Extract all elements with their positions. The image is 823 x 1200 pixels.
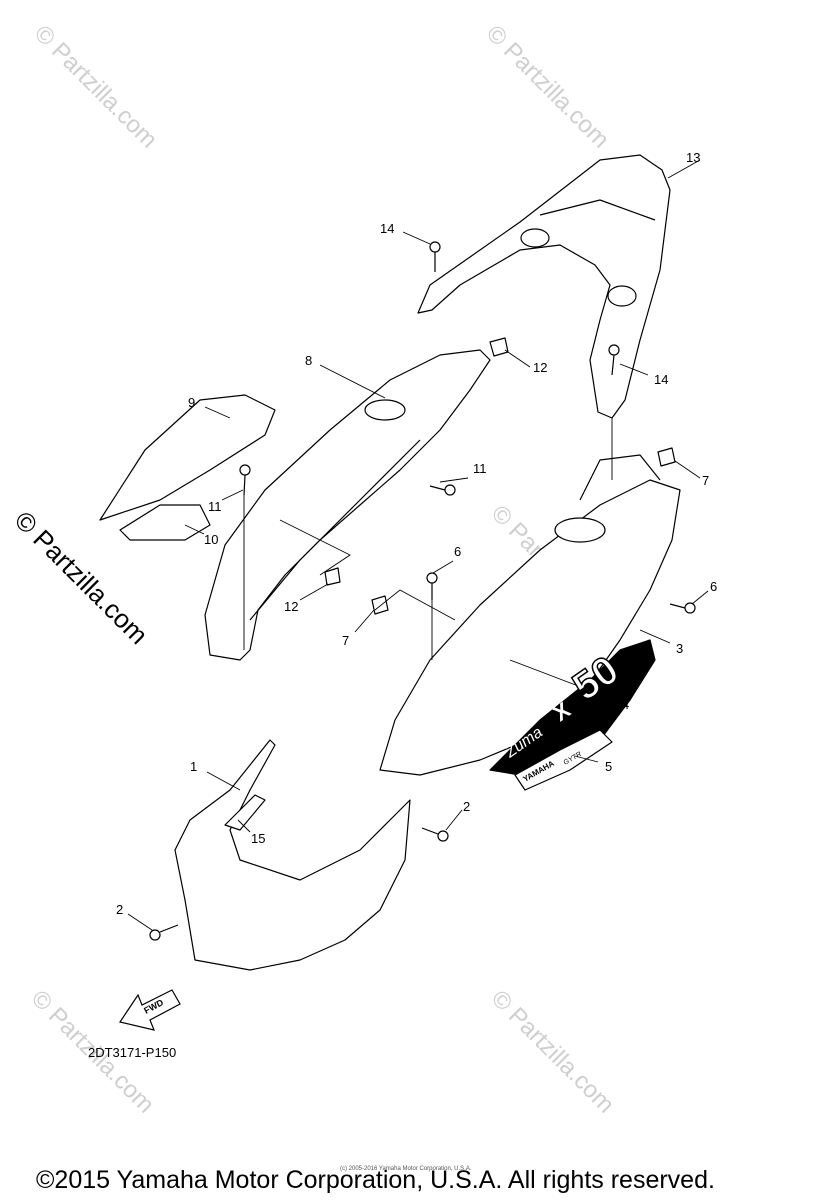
part-8-inner-line bbox=[249, 439, 421, 621]
small-copyright: (c) 2005-2016 Yamaha Motor Corporation, … bbox=[340, 1166, 472, 1172]
part-13-hole-left bbox=[520, 228, 550, 248]
clip-7-right bbox=[657, 447, 676, 467]
screw-11-left bbox=[239, 464, 251, 496]
callout-14-right: 14 bbox=[654, 372, 669, 387]
part-3-side-cover bbox=[379, 479, 681, 776]
callout-11-right: 11 bbox=[473, 461, 487, 476]
callout-3: 3 bbox=[676, 641, 684, 656]
part-8-hole bbox=[364, 399, 406, 421]
part-10-emblem bbox=[119, 504, 211, 541]
callout-1: 1 bbox=[190, 759, 198, 774]
part-5-emblem-shape bbox=[514, 729, 613, 791]
part-13-hole-right bbox=[607, 285, 637, 307]
callout-5: 5 bbox=[605, 759, 613, 774]
callout-12-top: 12 bbox=[533, 360, 548, 375]
callout-6-left: 6 bbox=[454, 544, 462, 559]
screw-2-right bbox=[421, 827, 449, 842]
screw-2-left bbox=[149, 924, 179, 941]
part-3-top-flange bbox=[579, 454, 661, 501]
callout-2-right: 2 bbox=[463, 799, 471, 814]
part-1-lower-cover bbox=[174, 739, 411, 971]
callout-6-right: 6 bbox=[710, 579, 718, 594]
callout-13: 13 bbox=[686, 150, 701, 165]
part-9-decal bbox=[99, 394, 276, 521]
callout-11-left: 11 bbox=[208, 499, 222, 514]
callout-7-right: 7 bbox=[702, 473, 710, 488]
callout-9: 9 bbox=[188, 395, 196, 410]
fwd-arrow: FWD bbox=[119, 989, 181, 1031]
part-13-inner-line bbox=[539, 199, 656, 221]
screw-6-right bbox=[669, 602, 696, 614]
callout-10: 10 bbox=[204, 532, 219, 547]
clip-12-mid bbox=[324, 567, 341, 586]
leader-lines bbox=[127, 159, 709, 931]
callout-14-top: 14 bbox=[380, 221, 395, 236]
part-code: 2DT3171-P150 bbox=[88, 1045, 177, 1060]
callout-12-mid: 12 bbox=[284, 599, 299, 614]
part-15-label bbox=[224, 794, 266, 831]
callout-4: 4 bbox=[622, 697, 630, 712]
callout-7-left: 7 bbox=[342, 633, 350, 648]
screw-14-right bbox=[608, 344, 620, 376]
screw-11-right bbox=[429, 484, 456, 496]
part-3-hole bbox=[554, 517, 606, 543]
clip-7-left bbox=[371, 595, 389, 615]
callout-15: 15 bbox=[251, 831, 266, 846]
screw-14-top bbox=[429, 241, 441, 272]
callout-8: 8 bbox=[305, 353, 313, 368]
clip-12-top bbox=[489, 337, 509, 357]
callout-2-left: 2 bbox=[116, 902, 124, 917]
screw-6-left bbox=[426, 572, 438, 600]
copyright-footer: ©2015 Yamaha Motor Corporation, U.S.A. A… bbox=[36, 1166, 715, 1194]
